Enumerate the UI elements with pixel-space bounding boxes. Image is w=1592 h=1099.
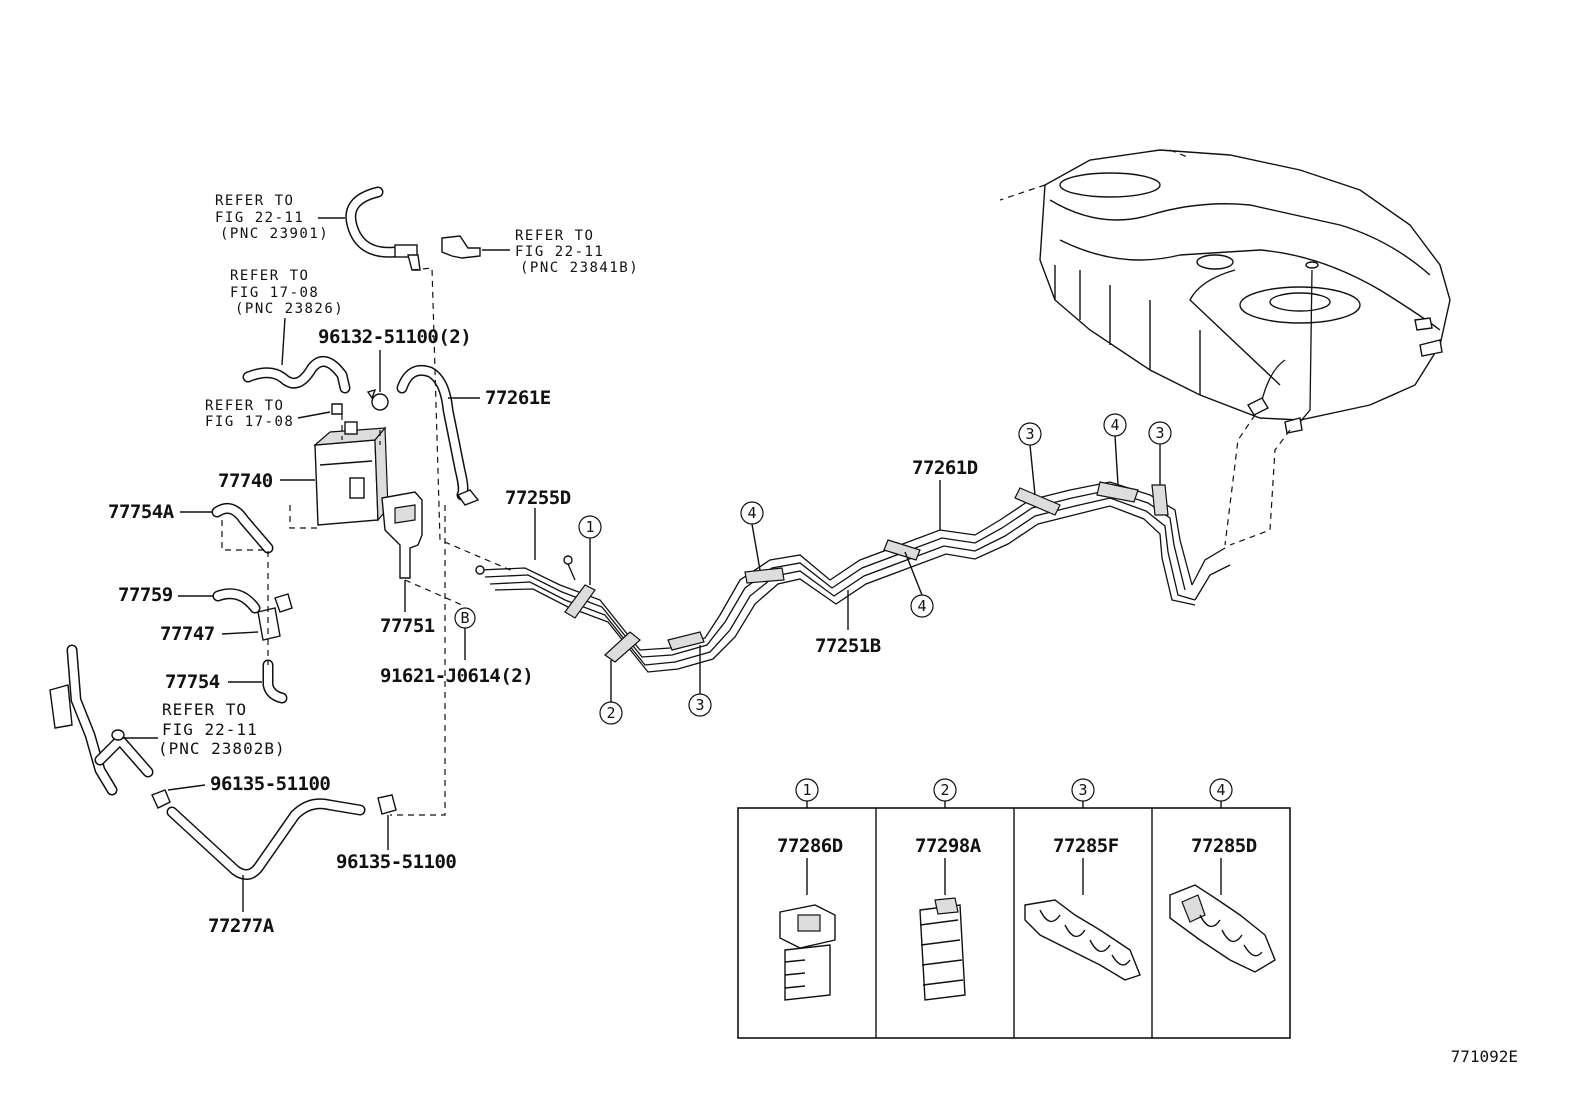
part-91621-j0614: 91621-J0614(2) (380, 665, 533, 687)
hose-77277a (166, 798, 366, 880)
ref-22-11-23901-line2: FIG 22-11 (215, 210, 304, 226)
callout-4-c-label: 4 (1110, 416, 1119, 434)
part-77255d: 77255D (505, 487, 571, 509)
clip-77286d-icon (779, 904, 836, 1001)
legend-part-77285f: 77285F (1053, 835, 1119, 857)
canister-77740 (313, 421, 389, 526)
callout-1-label: 1 (585, 518, 594, 536)
callout-3-b-label: 3 (1025, 425, 1034, 443)
legend-callout-3-label: 3 (1078, 781, 1087, 799)
part-77754a: 77754A (108, 501, 175, 523)
clamp-96132 (366, 388, 389, 411)
fuel-tank (999, 149, 1451, 546)
legend-callout-1-label: 1 (802, 781, 811, 799)
part-77751: 77751 (380, 615, 435, 637)
hose-77261e (396, 364, 480, 506)
callout-3-a-label: 3 (695, 696, 704, 714)
ref-22-11-23802b-line2: FIG 22-11 (162, 720, 258, 739)
ref-17-08-23826-line3: (PNC 23826) (235, 301, 344, 317)
connector-23841b (441, 235, 481, 259)
callout-2-label: 2 (606, 704, 615, 722)
part-77251b: 77251B (815, 635, 881, 657)
ref-22-11-23841b-line2: FIG 22-11 (515, 244, 604, 260)
ref-22-11-23841b-line3: (PNC 23841B) (520, 260, 639, 276)
clamp-96135-b (377, 794, 397, 815)
top-hose-upper (345, 186, 421, 271)
ref-17-08-23826-line2: FIG 17-08 (230, 285, 319, 301)
ref-22-11-23802b-line1: REFER TO (162, 700, 247, 719)
ref-17-08-23826-line1: REFER TO (230, 268, 309, 284)
part-77754: 77754 (165, 671, 220, 693)
legend-part-77298a: 77298A (915, 835, 982, 857)
part-96132-51100: 96132-51100(2) (318, 326, 471, 348)
part-77261e: 77261E (485, 387, 551, 409)
clip-77285d-icon (1169, 884, 1276, 973)
clip-bands (564, 481, 1169, 663)
hose-77754 (262, 659, 288, 704)
ref-22-11-23802b-line3: (PNC 23802B) (158, 739, 286, 758)
ref-17-08-line2: FIG 17-08 (205, 414, 294, 430)
legend-callout-4-label: 4 (1216, 781, 1225, 799)
ref-22-11-23901-line3: (PNC 23901) (220, 226, 329, 242)
legend-callout-2-label: 2 (940, 781, 949, 799)
callout-4-a-label: 4 (747, 504, 756, 522)
clamp-96135-a (151, 789, 171, 809)
hose-77754a (211, 502, 274, 554)
part-77759: 77759 (118, 584, 173, 606)
part-77747: 77747 (160, 623, 215, 645)
part-96135-51100-b: 96135-51100 (336, 851, 456, 873)
ref-22-11-23841b-line1: REFER TO (515, 228, 594, 244)
clip-77285f-icon (1024, 899, 1141, 981)
diagram-id: 771092E (1451, 1047, 1518, 1066)
part-77277a: 77277A (208, 915, 275, 937)
legend-part-77286d: 77286D (777, 835, 843, 857)
part-77261d: 77261D (912, 457, 978, 479)
part-77740: 77740 (218, 470, 273, 492)
legend-part-77285d: 77285D (1191, 835, 1257, 857)
hose-77759 (212, 588, 261, 614)
callout-b-label: B (460, 609, 469, 627)
callout-3-c-label: 3 (1155, 424, 1164, 442)
hose-17-08 (242, 355, 351, 394)
ref-22-11-23901-line1: REFER TO (215, 193, 294, 209)
callout-4-b-label: 4 (917, 597, 926, 615)
valve-77747 (257, 593, 293, 641)
filler-pipe (49, 644, 154, 796)
clip-legend: 1 77286D 2 77298A 3 77285F (737, 778, 1291, 1039)
clip-77298a-icon (919, 897, 966, 1001)
ref-17-08-line1: REFER TO (205, 398, 284, 414)
bracket-77751 (381, 491, 423, 579)
part-96135-51100-a: 96135-51100 (210, 773, 330, 795)
